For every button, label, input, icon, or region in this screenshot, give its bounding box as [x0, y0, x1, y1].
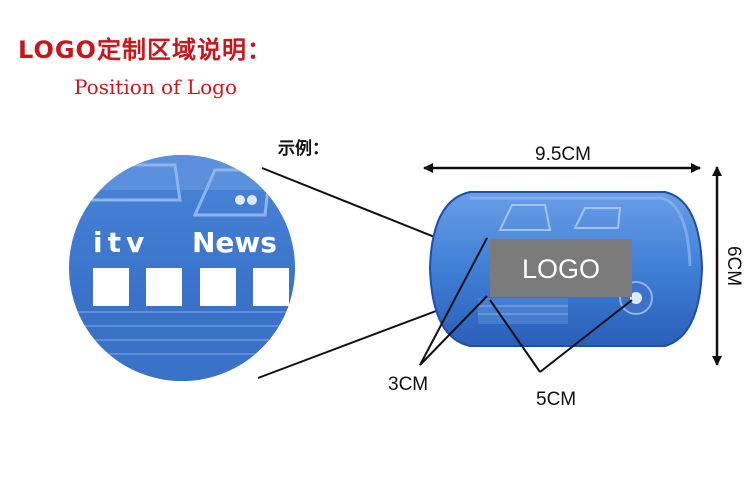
- brand-square-1: [93, 268, 129, 306]
- height-label: 6CM: [723, 246, 744, 286]
- title-english: Position of Logo: [74, 75, 238, 99]
- callout-3cm-bottom: [419, 295, 488, 366]
- logo-height-label: 3CM: [388, 374, 428, 395]
- logo-width-label: 5CM: [536, 389, 576, 410]
- callout-3cm-top: [419, 237, 488, 366]
- title-chinese: LOGO定制区域说明：: [18, 36, 272, 64]
- brand-square-2: [146, 268, 182, 306]
- width-label: 9.5CM: [535, 144, 591, 165]
- brand-name: News: [192, 226, 277, 259]
- logo-area: [490, 239, 632, 297]
- example-label: 示例：: [278, 139, 329, 159]
- logo-label: LOGO: [522, 254, 600, 284]
- product-case: LOGO: [428, 191, 704, 347]
- callout-5cm-left: [489, 299, 541, 373]
- callout-5cm-right: [539, 299, 633, 373]
- brand-square-3: [200, 268, 236, 306]
- brand-square-4: [253, 268, 289, 306]
- brand-prefix: itv: [93, 226, 149, 259]
- zoom-circle: itv News: [69, 155, 295, 381]
